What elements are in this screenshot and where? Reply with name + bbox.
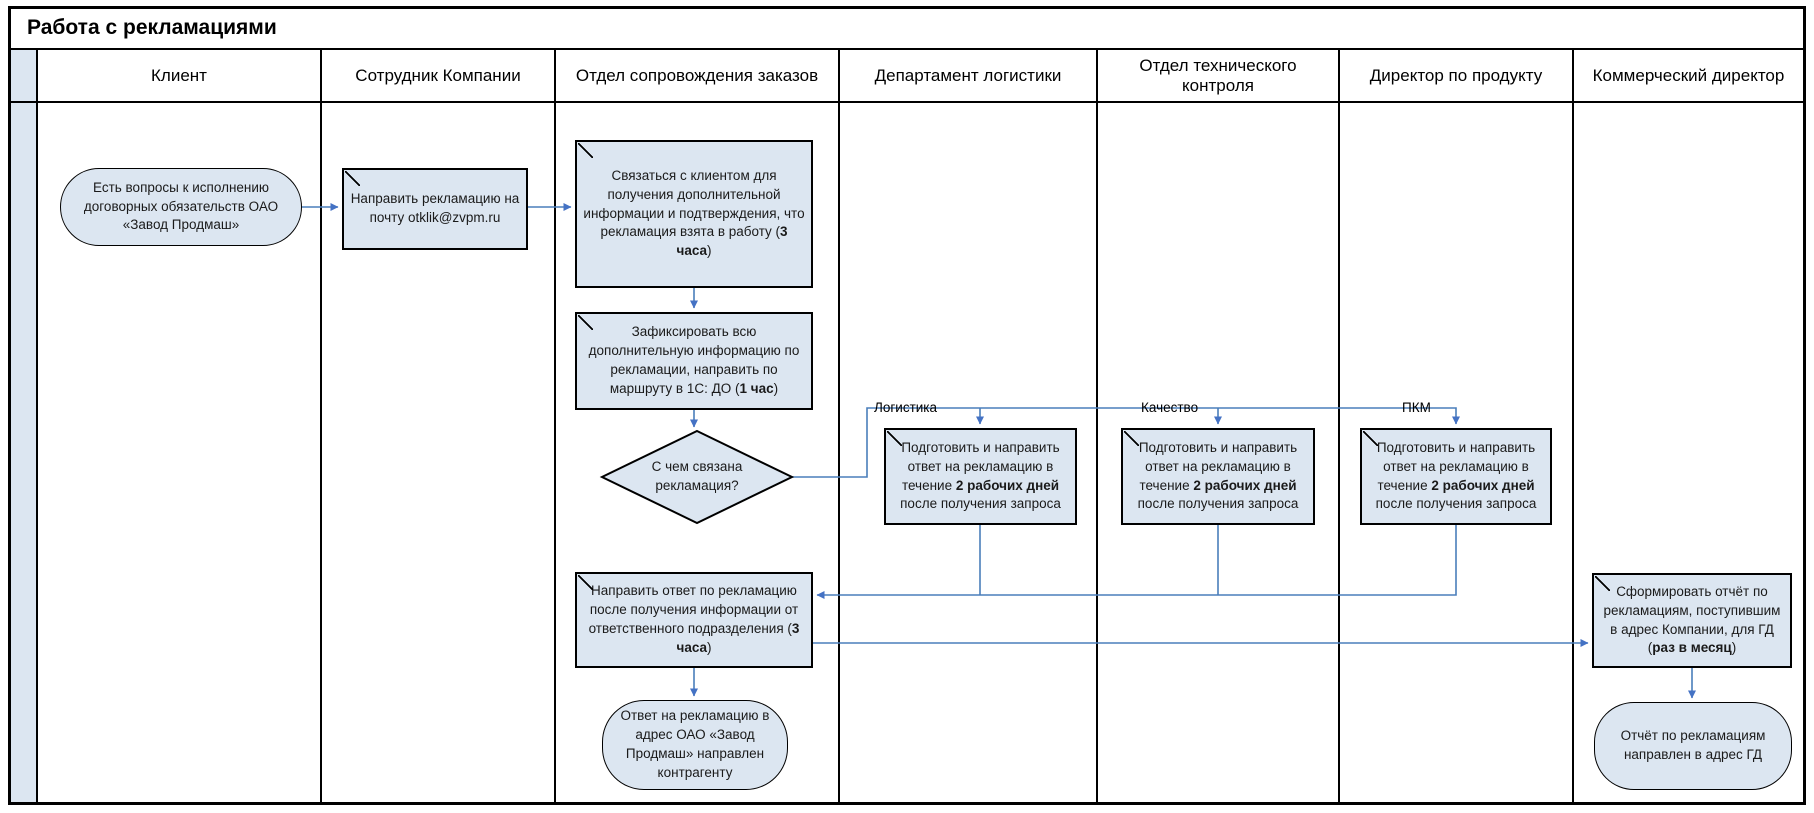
process-contact-client: Связаться с клиентом для получения допол… — [575, 140, 813, 288]
lane-header-company-employee: Сотрудник Компании — [355, 65, 521, 85]
lane-divider — [554, 48, 556, 802]
diagram-title: Работа с рекламациями — [27, 16, 277, 39]
folded-corner-mark — [1595, 576, 1610, 591]
lane-divider — [36, 48, 38, 802]
process-prepare-answer-logistics: Подготовить и направить ответ на реклама… — [884, 428, 1077, 525]
folded-corner-mark — [1124, 431, 1139, 446]
folded-corner-mark — [578, 575, 593, 590]
folded-corner-mark — [345, 171, 360, 186]
lane-divider — [1572, 48, 1574, 802]
node-text: Направить рекламацию на почту otklik@zvp… — [350, 191, 520, 225]
node-text: Ответ на рекламацию в адрес ОАО «Завод П… — [620, 708, 770, 780]
process-make-report: Сформировать отчёт по рекламациям, посту… — [1592, 573, 1792, 668]
lane-header-commercial-director: Коммерческий директор — [1592, 65, 1785, 85]
node-text: Подготовить и направить ответ на реклама… — [900, 439, 1061, 512]
process-prepare-answer-pkm: Подготовить и направить ответ на реклама… — [1360, 428, 1552, 525]
node-text: Сформировать отчёт по рекламациям, посту… — [1603, 583, 1781, 656]
node-text: Подготовить и направить ответ на реклама… — [1375, 439, 1537, 512]
header-divider — [8, 101, 1806, 103]
edge-label-logistics: Логистика — [874, 400, 938, 415]
node-text: Зафиксировать всю дополнительную информа… — [588, 324, 800, 396]
node-text: Направить ответ по рекламацию после полу… — [588, 583, 800, 655]
lane-divider — [838, 48, 840, 802]
decision-text: С чем связана рекламация? — [651, 459, 743, 493]
lane-header-tech-control: Отдел технического контроля — [1139, 55, 1297, 95]
folded-corner-mark — [887, 431, 902, 446]
process-prepare-answer-quality: Подготовить и направить ответ на реклама… — [1121, 428, 1315, 525]
pool-side-strip — [11, 50, 36, 802]
process-register-info: Зафиксировать всю дополнительную информа… — [575, 312, 813, 410]
terminator-start: Есть вопросы к исполнению договорных обя… — [60, 168, 302, 246]
lane-header-order-support: Отдел сопровождения заказов — [575, 65, 819, 85]
node-text: Отчёт по рекламациям направлен в адрес Г… — [1620, 728, 1766, 762]
folded-corner-mark — [1363, 431, 1378, 446]
edge-label-pkm: ПКМ — [1402, 400, 1431, 415]
terminator-answer-sent: Ответ на рекламацию в адрес ОАО «Завод П… — [602, 700, 788, 790]
edge-label-quality: Качество — [1141, 400, 1199, 415]
node-text: Подготовить и направить ответ на реклама… — [1137, 439, 1299, 512]
folded-corner-mark — [578, 143, 593, 158]
pool-border — [8, 6, 1806, 805]
folded-corner-mark — [578, 315, 593, 330]
lane-header-client: Клиент — [151, 65, 207, 85]
lane-header-product-director: Директор по продукту — [1369, 65, 1543, 85]
process-send-answer: Направить ответ по рекламацию после полу… — [575, 572, 813, 668]
node-text: Есть вопросы к исполнению договорных обя… — [83, 179, 279, 233]
lane-divider — [320, 48, 322, 802]
lane-divider — [1096, 48, 1098, 802]
node-text: Связаться с клиентом для получения допол… — [583, 167, 805, 259]
diagram-title-band: Работа с рекламациями — [11, 9, 1803, 47]
terminator-report-sent: Отчёт по рекламациям направлен в адрес Г… — [1594, 702, 1792, 790]
process-send-claim: Направить рекламацию на почту otklik@zvp… — [342, 168, 528, 250]
lane-header-logistics: Департамент логистики — [874, 65, 1062, 85]
lane-divider — [1338, 48, 1340, 802]
title-divider — [8, 48, 1806, 50]
